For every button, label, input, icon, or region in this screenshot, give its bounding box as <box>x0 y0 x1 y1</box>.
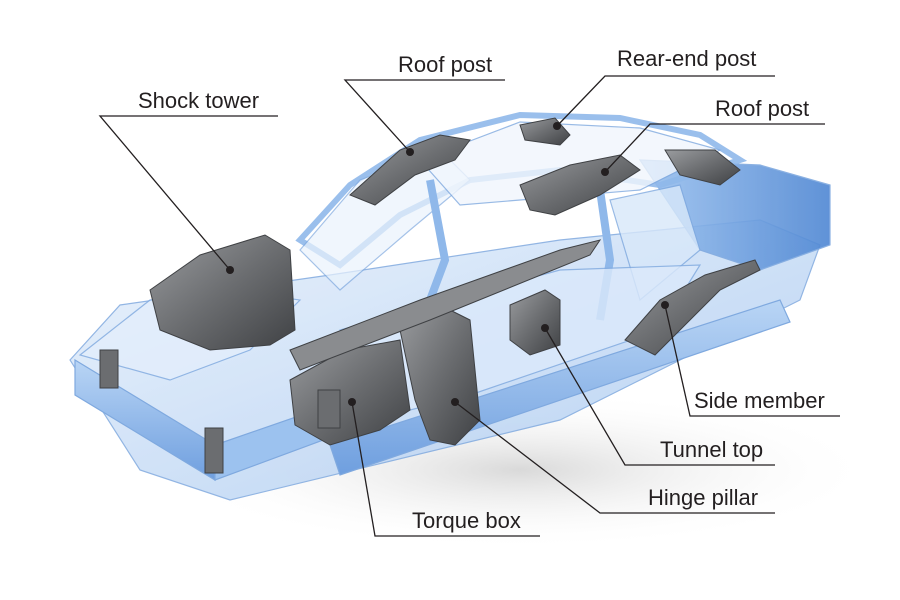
leader-rear-end-post <box>556 75 775 127</box>
label-torque-box: Torque box <box>412 508 521 533</box>
leader-side-member <box>664 304 840 417</box>
leader-lines <box>98 75 840 537</box>
side-member-part <box>624 259 761 356</box>
highlighted-parts <box>99 117 761 474</box>
label-hinge-pillar: Hinge pillar <box>648 485 759 510</box>
leader-tunnel-top <box>544 327 775 466</box>
leader-hinge-pillar <box>454 401 775 514</box>
leader-roof-post-front <box>343 79 505 153</box>
shock-tower-part <box>149 234 296 351</box>
label-side-member: Side member <box>694 388 825 413</box>
label-rear-end-post: Rear-end post <box>617 46 757 71</box>
tunnel-top-part <box>509 289 561 356</box>
label-roof-post-front: Roof post <box>398 52 493 77</box>
rear-quarter-part <box>664 149 741 186</box>
label-roof-post-rear: Roof post <box>715 96 810 121</box>
leader-torque-box <box>351 401 540 537</box>
leader-dots <box>226 122 669 406</box>
label-tunnel-top: Tunnel top <box>660 437 764 462</box>
roof-post-rear-part <box>519 154 641 216</box>
label-shock-tower: Shock tower <box>138 88 260 113</box>
leader-roof-post-rear <box>604 123 825 173</box>
leader-shock-tower <box>98 115 278 271</box>
